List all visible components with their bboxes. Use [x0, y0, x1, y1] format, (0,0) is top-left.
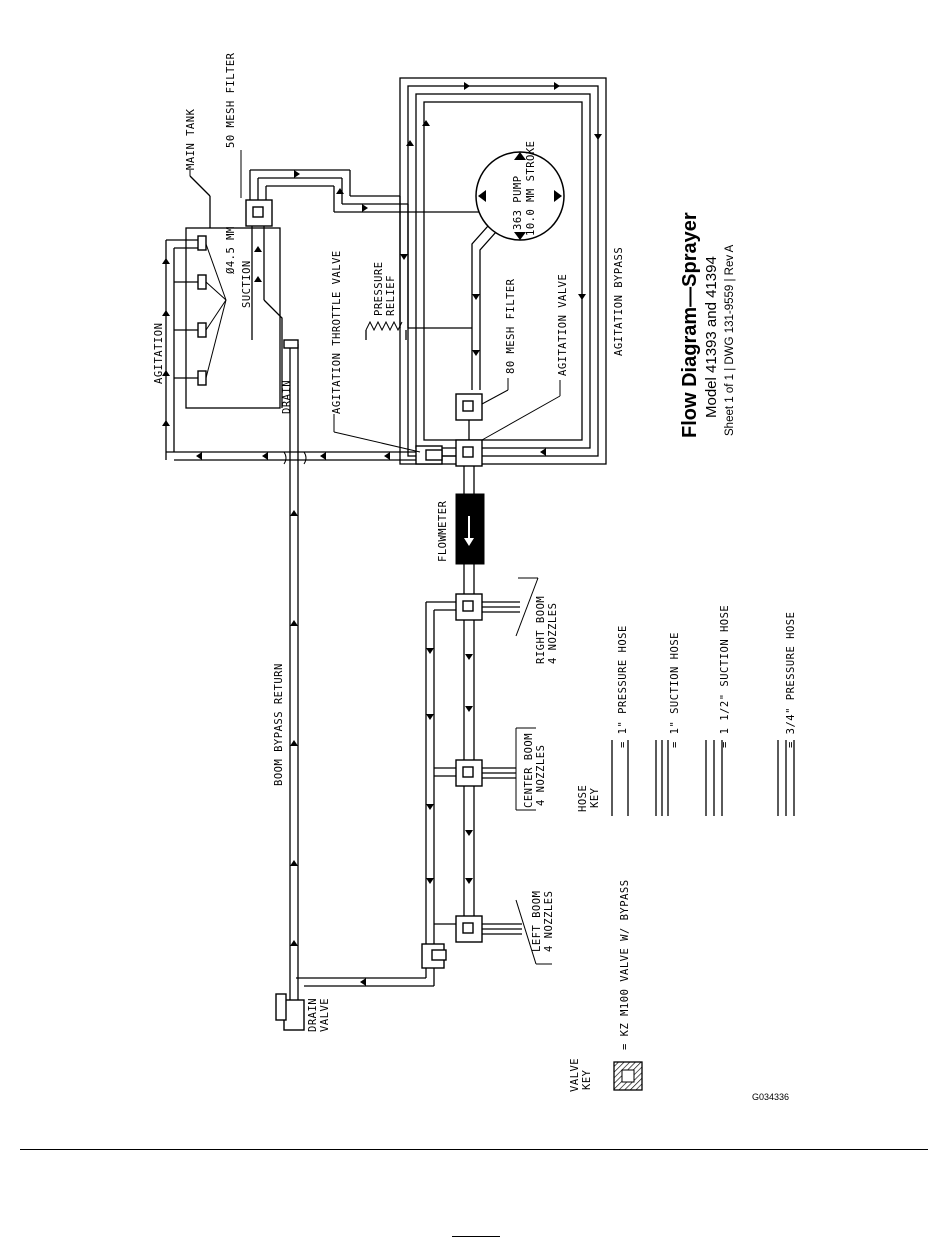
label-leaders	[189, 150, 561, 965]
label-main-tank: MAIN TANK	[185, 108, 197, 170]
label-suction: SUCTION	[241, 260, 253, 308]
page-divider	[20, 1149, 928, 1150]
label-agitation-valve: AGITATION VALVE	[557, 274, 569, 376]
label-mesh-80-filter: 80 MESH FILTER	[505, 278, 517, 374]
label-valve-key-2: KEY	[581, 1069, 593, 1090]
page-number-rule	[452, 1236, 500, 1237]
label-hose-key-2: KEY	[589, 787, 601, 808]
valve-key-symbol	[613, 1061, 643, 1091]
main-tank	[185, 175, 281, 409]
diagram-sheet-info: Sheet 1 of 1 | DWG 131-9559 | Rev A	[724, 244, 736, 436]
agitation-throttle-valve	[415, 445, 456, 465]
drain-valve	[275, 993, 305, 1031]
label-orifice: Ø4.5 MM	[225, 226, 237, 274]
agitation-bypass-loop	[399, 77, 607, 465]
label-agitation: AGITATION	[153, 323, 165, 384]
label-mesh-50-filter: 50 MESH FILTER	[225, 52, 237, 148]
label-pressure-relief-1: PRESSURE	[373, 261, 385, 316]
label-center-boom-1: CENTER BOOM	[523, 733, 535, 808]
flowmeter	[455, 466, 485, 594]
label-pressure-relief-2: RELIEF	[385, 275, 397, 316]
agitation-valve	[455, 420, 483, 467]
pressure-relief-spring	[365, 320, 403, 332]
figure-code: G034336	[752, 1092, 789, 1102]
label-left-boom-1: LEFT BOOM	[531, 891, 543, 952]
boom-manifold	[421, 593, 522, 986]
label-right-boom-2: 4 NOZZLES	[547, 603, 559, 664]
label-valve-key-1: VALVE	[569, 1058, 581, 1092]
label-agitation-bypass: AGITATION BYPASS	[613, 247, 625, 356]
label-pump-2: 10.0 MM STROKE	[525, 140, 537, 236]
label-right-boom-1: RIGHT BOOM	[535, 596, 547, 664]
hose-key	[611, 740, 795, 816]
label-hose-1in-suction: = 1" SUCTION HOSE	[669, 632, 681, 748]
nozzle	[197, 235, 207, 251]
nozzle	[197, 370, 207, 386]
label-hose-1in-pressure: = 1" PRESSURE HOSE	[617, 625, 629, 748]
label-hose-3-4in-pressure: = 3/4" PRESSURE HOSE	[785, 612, 797, 748]
pump-363	[475, 151, 565, 241]
nozzle	[197, 274, 207, 290]
label-left-boom-2: 4 NOZZLES	[543, 891, 555, 952]
mesh-80-filter	[455, 393, 483, 421]
label-pump-1: 363 PUMP	[512, 175, 524, 230]
label-center-boom-2: 4 NOZZLES	[535, 745, 547, 806]
diagram-subtitle: Model 41393 and 41394	[703, 256, 720, 418]
label-hose-key-1: HOSE	[577, 785, 589, 812]
label-kz-valve: = KZ M100 VALVE W/ BYPASS	[619, 879, 631, 1050]
pump-discharge	[365, 196, 497, 390]
label-drain-valve-2: VALVE	[319, 998, 331, 1032]
label-boom-bypass-return: BOOM BYPASS RETURN	[273, 663, 285, 786]
label-drain: DRAIN	[281, 380, 293, 414]
boom-bypass-return-line	[281, 339, 434, 1000]
label-hose-1-5in-suction: = 1 1/2" SUCTION HOSE	[719, 605, 731, 748]
label-drain-valve-1: DRAIN	[307, 998, 319, 1032]
return-line-top	[166, 451, 420, 461]
agitation-manifold	[162, 235, 227, 460]
suction-line	[245, 169, 480, 340]
label-flowmeter: FLOWMETER	[437, 500, 449, 562]
label-agitation-throttle-valve: AGITATION THROTTLE VALVE	[331, 250, 343, 414]
nozzle	[197, 322, 207, 338]
diagram-title: Flow Diagram—Sprayer	[679, 212, 701, 438]
